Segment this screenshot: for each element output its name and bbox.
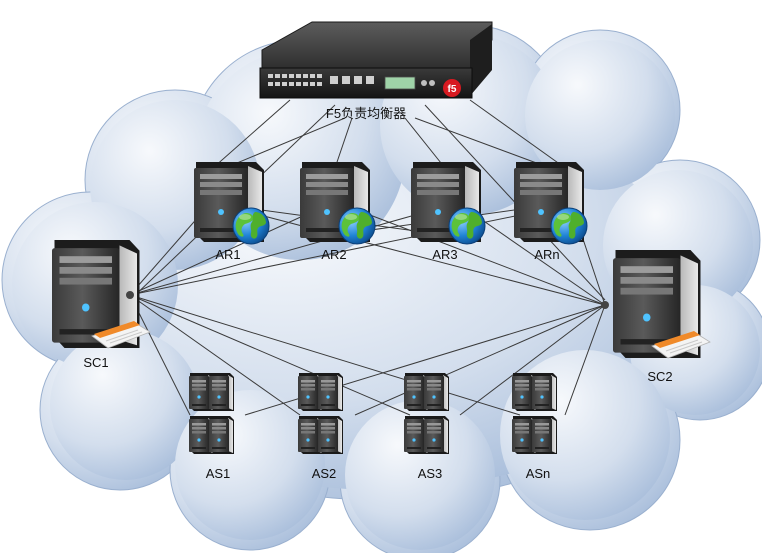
server-tower-icon (532, 416, 557, 454)
sc2-label: SC2 (647, 369, 672, 384)
ar-server-ar1: AR1 (194, 162, 270, 262)
link-sc1-ar2 (129, 214, 306, 296)
link-lb-arn (414, 117, 551, 169)
link-sc2-as3 (459, 304, 606, 416)
server-tower-icon (424, 373, 449, 411)
rack-appliance-icon: f5 (259, 21, 493, 99)
server-tower-icon (532, 373, 557, 411)
asn-label: ASn (526, 466, 551, 481)
as-cluster-as2: AS2 (298, 373, 343, 481)
ar-server-ar3: AR3 (411, 162, 486, 262)
sc-server-sc1: SC1 (52, 240, 151, 370)
as1-label: AS1 (206, 466, 231, 481)
server-tower-icon (424, 416, 449, 454)
link-sc2-ar3 (474, 214, 606, 306)
link-sc2-asn (564, 304, 606, 416)
ar-server-ar2: AR2 (300, 162, 376, 262)
link-lb-ar2 (334, 117, 353, 169)
globe-icon (232, 207, 270, 245)
ar2-label: AR2 (321, 247, 346, 262)
link-sc1-ar1 (129, 214, 201, 296)
load-balancer-label: F5负责均衡器 (326, 106, 406, 121)
f5-load-balancer: f5 F5负责均衡器 (259, 21, 493, 121)
server-tower-icon (209, 416, 234, 454)
globe-icon (448, 207, 486, 245)
link-sc1-asn (129, 294, 521, 416)
sc1-label: SC1 (83, 355, 108, 370)
globe-icon (550, 207, 588, 245)
link-lb-ar1 (224, 117, 346, 169)
link-sc2-as2 (354, 304, 606, 416)
link-lb-ar3 (404, 117, 446, 169)
sc-server-sc2: SC2 (601, 250, 711, 384)
ar1-label: AR1 (215, 247, 240, 262)
server-tower-icon (209, 373, 234, 411)
link-sc1-as2 (129, 294, 301, 416)
link-sc1-as3 (129, 294, 411, 416)
arn-label: ARn (534, 247, 559, 262)
ar-server-arn: ARn (514, 162, 588, 262)
globe-icon (338, 207, 376, 245)
as-cluster-as3: AS3 (404, 373, 449, 481)
as2-label: AS2 (312, 466, 337, 481)
as-cluster-as1: AS1 (189, 373, 234, 481)
as3-label: AS3 (418, 466, 443, 481)
link-sc1-as1 (129, 294, 191, 416)
server-tower-icon (318, 416, 343, 454)
ar3-label: AR3 (432, 247, 457, 262)
f5-logo-text: f5 (448, 84, 457, 95)
as-cluster-asn: ASn (512, 373, 557, 481)
server-tower-icon (318, 373, 343, 411)
